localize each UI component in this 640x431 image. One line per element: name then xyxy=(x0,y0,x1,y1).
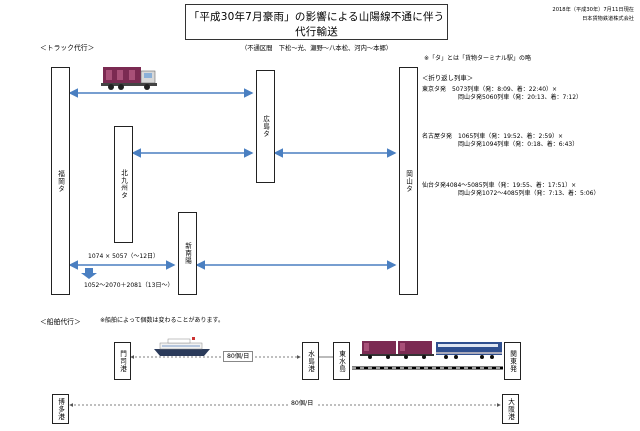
port-kanto: 関東発 xyxy=(504,342,521,380)
truck-section-heading: ＜トラック代行＞ xyxy=(40,44,95,52)
port-label: 関東発 xyxy=(508,349,517,373)
station-label: 新南陽 xyxy=(183,242,192,265)
station-kitakyushu: 北九州タ xyxy=(114,126,133,243)
station-label: 岡山タ xyxy=(404,169,413,193)
company-name: 日本貨物鉄道株式会社 xyxy=(582,16,634,22)
port-label: 東水島 xyxy=(337,349,346,373)
port-higashi-mizushima: 東水島 xyxy=(333,342,350,380)
return-train-2-line1: 名古屋タ発 1065列車（発：19:52、着：2:59）× xyxy=(422,133,564,140)
return-trains-heading: ＜折り返し列車＞ xyxy=(422,74,474,82)
route1-capacity: 80個/日 xyxy=(223,351,254,363)
date-stamp: 2018年（平成30年）7月11日現在 xyxy=(552,7,634,13)
ship-icon xyxy=(152,337,212,357)
station-fukuoka: 福岡タ xyxy=(51,67,70,295)
return-train-3-line2: 岡山タ発1072～4085列車（発：7:13、着：5:06） xyxy=(458,190,600,197)
port-label: 大阪港 xyxy=(506,397,515,421)
return-train-1-line1: 東京タ発 5073列車（発：8:09、着：22:40）× xyxy=(422,86,558,93)
niihama-capacity: 1074 × 5057（～12日） xyxy=(88,253,160,260)
port-osaka: 大阪港 xyxy=(502,394,519,424)
niihama-capacity-next: 1052～2070＋2081（13日～） xyxy=(84,282,174,289)
station-label: 北九州タ xyxy=(119,169,128,200)
down-arrow xyxy=(81,268,97,279)
port-hakata: 博多港 xyxy=(52,394,69,424)
page-title: 「平成30年7月豪雨」の影響による山陽線不通に伴う代行輸送 xyxy=(188,11,445,38)
return-train-1-line2: 岡山タ発5060列車（発：20:13、着：7:12） xyxy=(458,94,583,101)
station-hiroshima: 広島タ xyxy=(256,70,275,183)
terminal-note: ※「タ」とは「貨物ターミナル駅」の略 xyxy=(424,55,532,62)
title-box: 「平成30年7月豪雨」の影響による山陽線不通に伴う代行輸送 （不通区間 下松～光… xyxy=(185,4,448,52)
route2-capacity: 80個/日 xyxy=(288,399,317,409)
port-mizushima: 水島港 xyxy=(302,342,319,380)
station-label: 福岡タ xyxy=(56,169,65,193)
port-moji: 門司港 xyxy=(114,342,131,380)
station-okayama: 岡山タ xyxy=(399,67,418,295)
port-label: 水島港 xyxy=(306,349,315,373)
truck-icon xyxy=(101,65,159,91)
return-train-2-line2: 岡山タ発1094列車（発：0:18、着：6:43） xyxy=(458,141,579,148)
port-label: 門司港 xyxy=(118,349,127,373)
ship-section-heading: ＜船舶代行＞ xyxy=(40,318,81,326)
locomotive-icon xyxy=(360,338,506,360)
page-subtitle: （不通区間 下松～光、瀬野～八本松、河内～本郷） xyxy=(240,45,393,52)
port-label: 博多港 xyxy=(56,397,65,421)
station-label: 広島タ xyxy=(261,115,270,138)
ship-section-note: ※船舶によって個数は変わることがあります。 xyxy=(100,317,224,324)
return-train-3-line1: 仙台タ発4084～5085列車（発：19:55、着：17:51）× xyxy=(422,182,577,189)
station-niihama: 新南陽 xyxy=(178,212,197,295)
